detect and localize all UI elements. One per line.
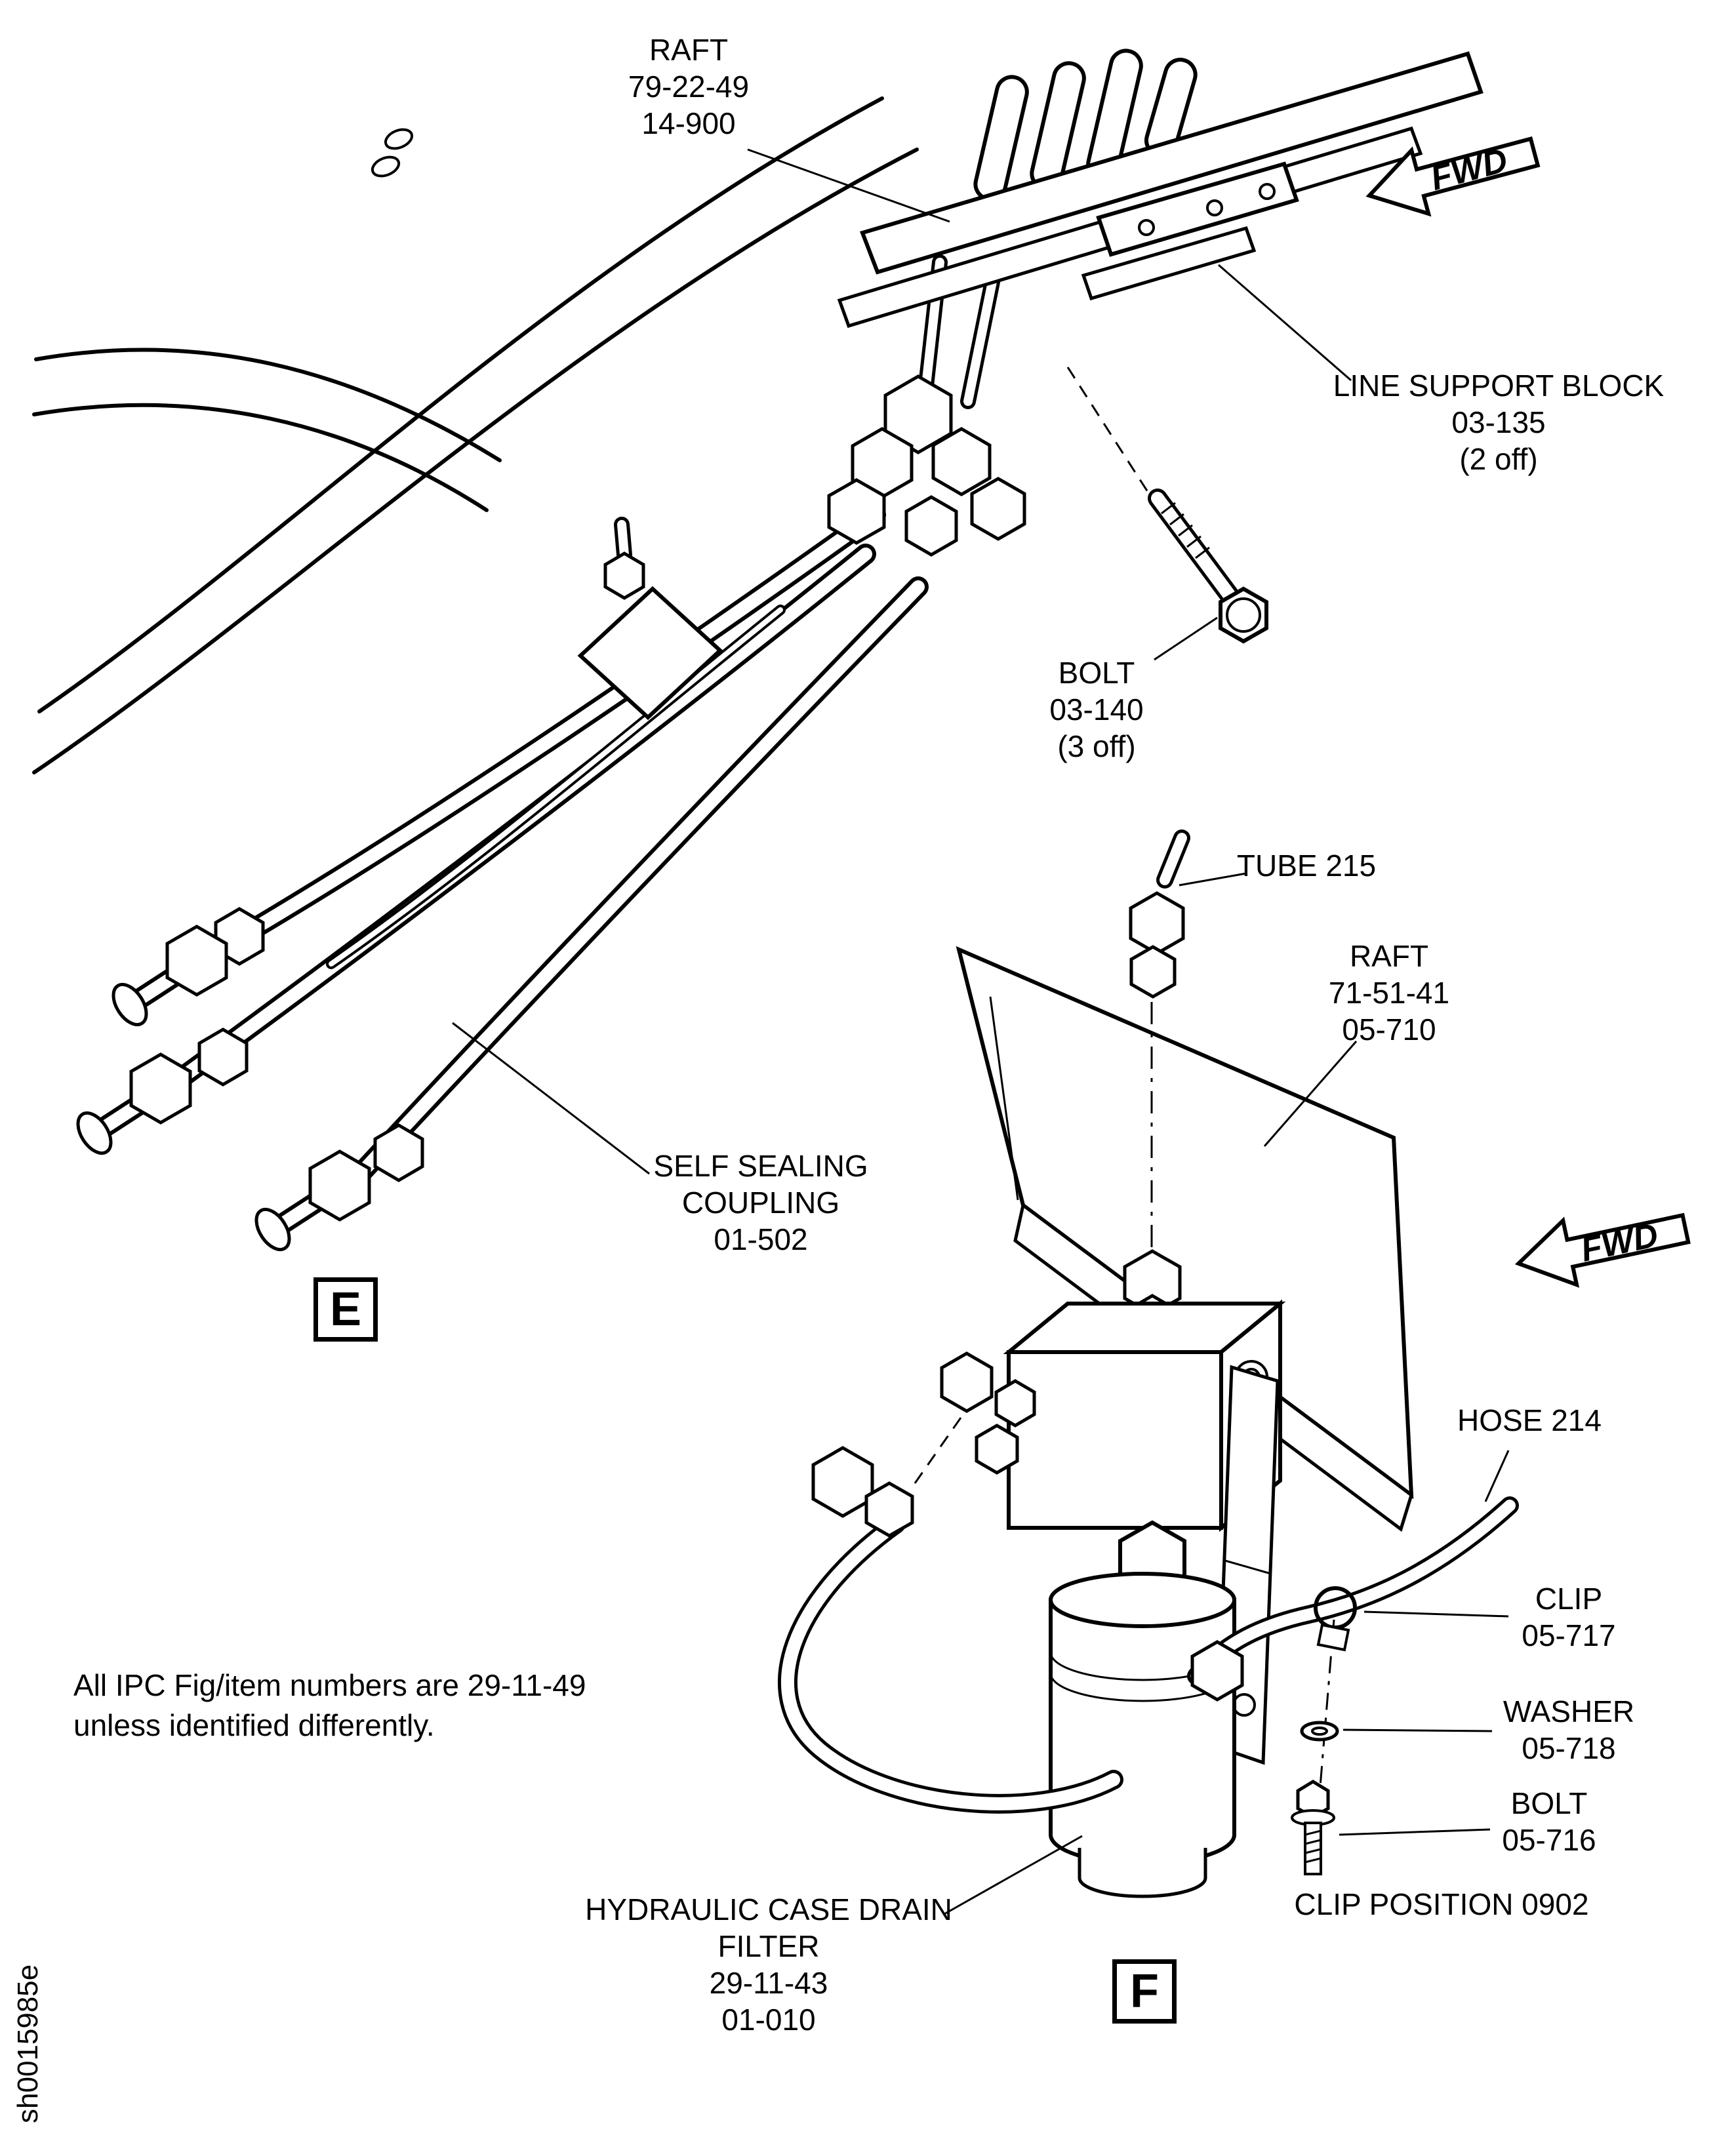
fwd-arrow-top-label: FWD: [1426, 141, 1511, 198]
label-raft-lower: RAFT 71-51-41 05-710: [1329, 938, 1449, 1048]
ipc-note: All IPC Fig/item numbers are 29-11-49 un…: [73, 1666, 586, 1745]
label-line: (2 off): [1459, 442, 1538, 477]
top-bolt-drawing: [1066, 367, 1268, 644]
hose-fittings-drawing: [827, 254, 1026, 557]
label-line: 01-010: [721, 2003, 816, 2037]
label-line: TUBE 215: [1236, 849, 1377, 883]
label-clip-position: CLIP POSITION 0902: [1294, 1886, 1588, 1923]
label-line: 05-717: [1522, 1618, 1616, 1653]
fwd-arrow-lower: FWD: [1514, 1212, 1691, 1288]
line-support-block-drawing: [1081, 161, 1299, 301]
drain-tube-drawing: [778, 1410, 1123, 1814]
label-line: 05-718: [1522, 1731, 1616, 1766]
label-line-support-block: LINE SUPPORT BLOCK 03-135 (2 off): [1333, 367, 1664, 477]
label-line: 71-51-41: [1328, 976, 1450, 1010]
note-line: All IPC Fig/item numbers are 29-11-49: [73, 1668, 586, 1702]
label-line: 03-135: [1451, 405, 1546, 440]
clip-washer-bolt-drawing: [1291, 1586, 1357, 1875]
label-line: 29-11-43: [709, 1966, 828, 2001]
label-line: LINE SUPPORT BLOCK: [1333, 369, 1665, 403]
label-clip: CLIP 05-717: [1522, 1580, 1615, 1654]
label-line: FILTER: [717, 1929, 820, 1964]
note-line: unless identified differently.: [73, 1708, 435, 1742]
label-hose-214: HOSE 214: [1457, 1402, 1602, 1439]
label-line: BOLT: [1058, 656, 1135, 690]
label-hydraulic-filter: HYDRAULIC CASE DRAIN FILTER 29-11-43 01-…: [585, 1891, 952, 2038]
label-line: RAFT: [649, 33, 729, 67]
view-letter-f: F: [1130, 1965, 1159, 2018]
view-box-f: F: [1112, 1959, 1177, 2024]
label-line: 01-502: [714, 1222, 808, 1257]
view-box-e: E: [313, 1277, 378, 1342]
label-line: 05-710: [1342, 1012, 1436, 1047]
fuselage-frame-drawing: [32, 96, 919, 774]
label-line: RAFT: [1349, 939, 1429, 973]
label-line: (3 off): [1057, 729, 1136, 764]
hose-214-drawing: [1187, 1496, 1519, 1702]
view-letter-e: E: [329, 1283, 362, 1336]
label-bolt-lower: BOLT 05-716: [1502, 1785, 1596, 1858]
label-line: WASHER: [1503, 1694, 1635, 1728]
label-tube-215: TUBE 215: [1237, 847, 1376, 884]
label-line: CLIP POSITION 0902: [1294, 1887, 1589, 1921]
hydraulic-filter-drawing: [1049, 1520, 1236, 1898]
label-line: CLIP: [1535, 1582, 1603, 1616]
label-line: HOSE 214: [1457, 1403, 1602, 1437]
label-line: 14-900: [641, 106, 736, 141]
label-self-sealing-coupling: SELF SEALING COUPLING 01-502: [653, 1148, 868, 1258]
label-bolt-top: BOLT 03-140 (3 off): [1049, 654, 1143, 765]
label-line: COUPLING: [681, 1186, 840, 1220]
label-washer: WASHER 05-718: [1503, 1693, 1634, 1767]
junction-block-drawing: [577, 517, 723, 721]
sheet-code: sh0015985e: [12, 1964, 44, 2123]
label-line: 03-140: [1049, 692, 1144, 727]
fwd-arrow-lower-label: FWD: [1577, 1216, 1661, 1269]
hoses-drawing: [170, 504, 929, 1188]
self-sealing-coupling-drawing: [76, 907, 424, 1252]
label-line: HYDRAULIC CASE DRAIN: [585, 1892, 952, 1927]
label-raft-top: RAFT 79-22-49 14-900: [628, 31, 749, 142]
leader-lines: [452, 148, 1510, 1916]
label-line: SELF SEALING: [653, 1149, 868, 1183]
label-line: 05-716: [1502, 1823, 1596, 1858]
label-line: BOLT: [1510, 1786, 1588, 1820]
label-line: 79-22-49: [628, 70, 750, 104]
tube-215-drawing: [1129, 829, 1190, 1262]
